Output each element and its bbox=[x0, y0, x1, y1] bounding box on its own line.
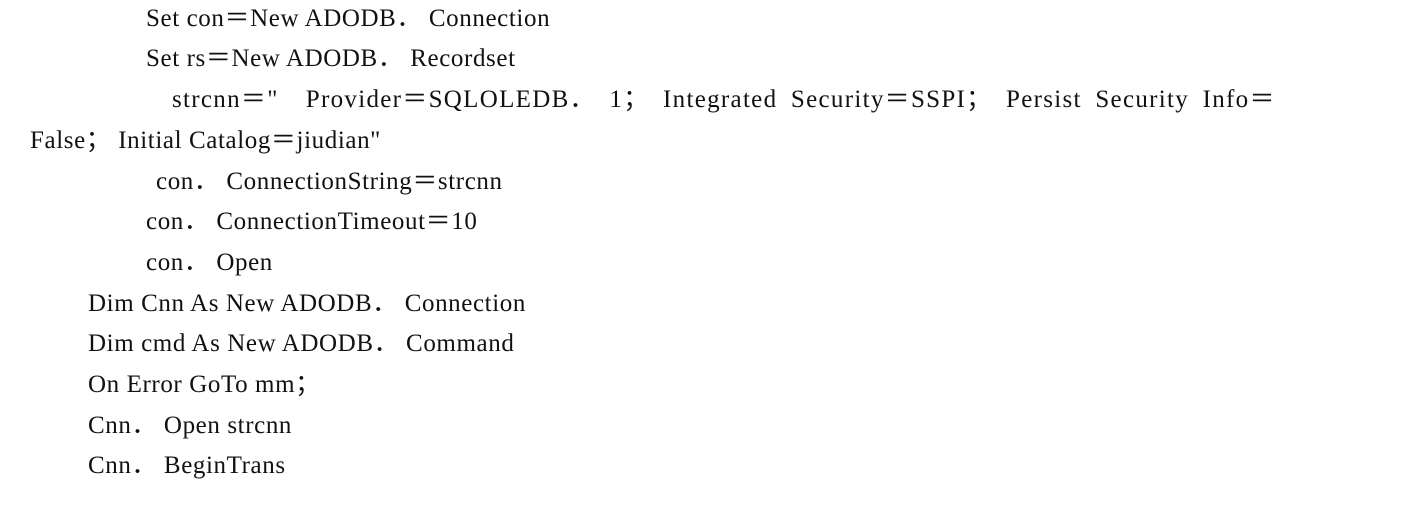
code-line: Dim Cnn As New ADODB． Connection bbox=[88, 290, 526, 317]
code-line: strcnn＝" Provider＝SQLOLEDB． 1； Integrate… bbox=[172, 86, 1276, 113]
code-line: Cnn． BeginTrans bbox=[88, 452, 286, 479]
code-line: Set rs＝New ADODB． Recordset bbox=[146, 45, 516, 72]
code-line: Dim cmd As New ADODB． Command bbox=[88, 330, 515, 357]
code-line: Set con＝New ADODB． Connection bbox=[146, 5, 551, 32]
code-line: On Error GoTo mm； bbox=[88, 371, 321, 398]
code-line: Cnn． Open strcnn bbox=[88, 412, 293, 439]
code-line: False； Initial Catalog＝jiudian" bbox=[30, 127, 381, 154]
code-line: con． ConnectionString＝strcnn bbox=[156, 168, 503, 195]
code-line: con． ConnectionTimeout＝10 bbox=[146, 208, 478, 235]
code-line: con． Open bbox=[146, 249, 273, 276]
